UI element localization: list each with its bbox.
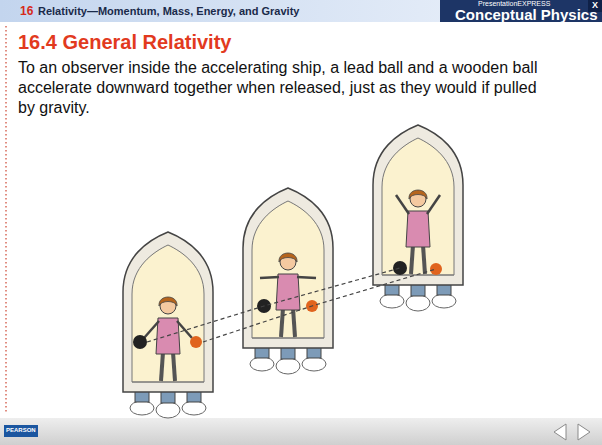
publisher-logo: PEARSON [6, 427, 36, 435]
close-button: X [592, 0, 598, 11]
chapter-title: Relativity—Momentum, Mass, Energy, and G… [38, 5, 299, 19]
slide-title: 16.4 General Relativity [18, 30, 231, 55]
chapter-number: 16 [20, 4, 33, 19]
body-text: To an observer inside the accelerating s… [18, 58, 548, 118]
book-title: Conceptual Physics [455, 6, 598, 25]
